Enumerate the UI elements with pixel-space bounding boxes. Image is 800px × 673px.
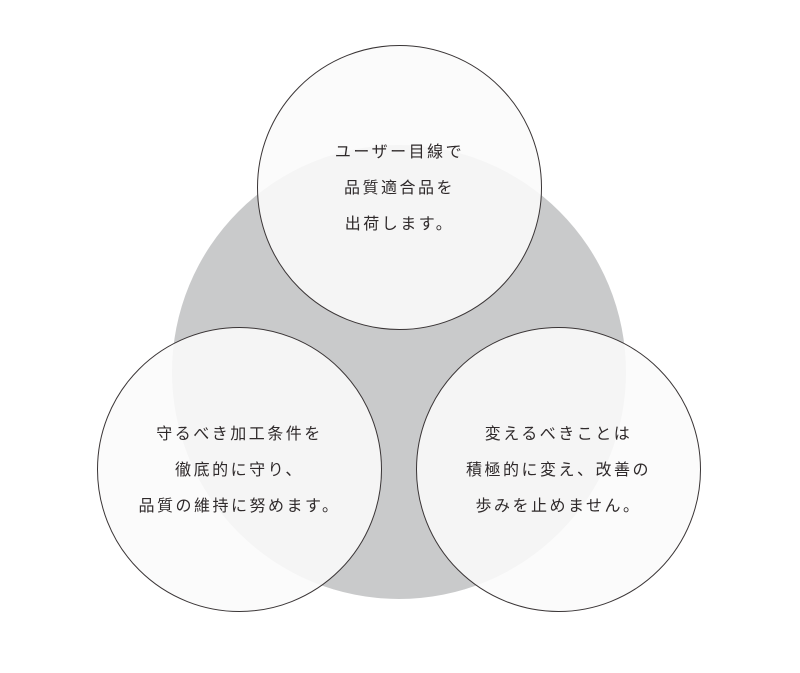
node-left-line-3: 品質の維持に努めます。 <box>138 495 341 515</box>
node-left-line-2: 徹底的に守り、 <box>175 459 304 479</box>
node-right-line-3: 歩みを止めません。 <box>475 495 642 515</box>
node-top: ユーザー目線で 品質適合品を 出荷します。 <box>257 45 542 330</box>
node-left: 守るべき加工条件を 徹底的に守り、 品質の維持に努めます。 <box>97 327 382 612</box>
node-top-line-2: 品質適合品を <box>343 177 455 197</box>
node-left-line-1: 守るべき加工条件を <box>156 423 323 443</box>
node-right: 変えるべきことは 積極的に変え、改善の 歩みを止めません。 <box>416 327 701 612</box>
node-right-line-2: 積極的に変え、改善の <box>465 459 651 479</box>
node-top-line-1: ユーザー目線で <box>334 141 465 161</box>
node-top-line-3: 出荷します。 <box>344 213 455 233</box>
node-right-line-1: 変えるべきことは <box>484 423 633 443</box>
